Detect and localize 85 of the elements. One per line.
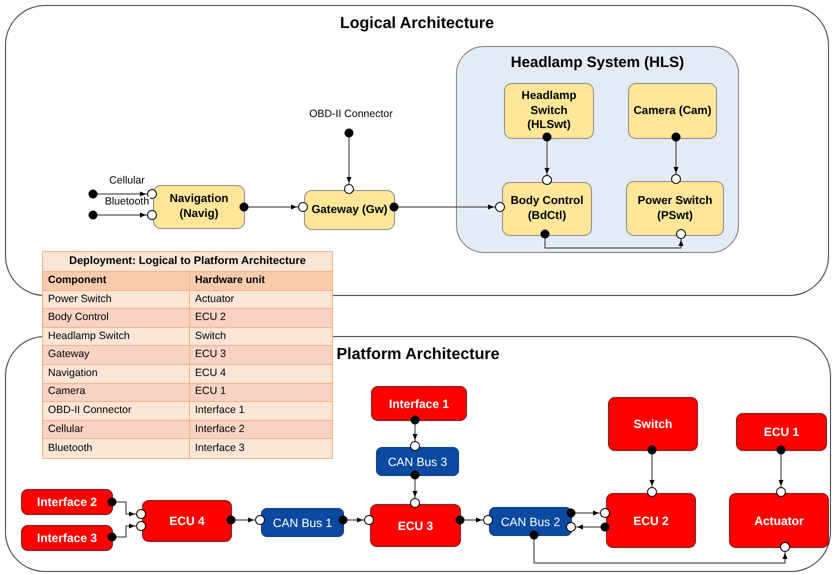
table-cell-text: ECU 3	[194, 347, 227, 362]
table-cell-text: Interface 1	[194, 403, 246, 418]
bus-box	[489, 507, 572, 536]
connector-arrow	[88, 189, 157, 199]
connector-arrow	[410, 416, 420, 451]
node-label: Interface 2	[36, 494, 98, 511]
node-label: Headlamp Switch (HLSwt)	[520, 88, 578, 134]
table-cell: Body Control	[43, 309, 190, 327]
connector-arrow	[108, 521, 146, 542]
node-label: CAN Bus 1	[272, 514, 332, 532]
table-cell: Navigation	[43, 364, 190, 383]
table-title: Deployment: Logical to Platform Architecture	[69, 254, 306, 270]
node-label: ECU 4	[169, 513, 205, 530]
table-cell: Gateway	[43, 346, 190, 364]
component-box	[153, 185, 245, 229]
connector-arrow	[776, 446, 786, 497]
table-cell: Headlamp Switch	[43, 328, 190, 346]
column-header: Hardware unit	[194, 272, 266, 288]
connector-arrow	[647, 446, 657, 497]
bus-box	[261, 508, 344, 537]
node-label: ECU 2	[633, 512, 669, 530]
component-box	[504, 83, 594, 139]
node-label: Navigation (Navig)	[168, 192, 230, 222]
connector-arrow	[344, 128, 354, 194]
table-cell-text: ECU 2	[194, 310, 227, 326]
node-label: Camera (Cam)	[634, 104, 712, 118]
node-label: Power Switch (PSwt)	[636, 194, 714, 224]
hardware-unit-box	[371, 386, 467, 421]
connector-arrow	[540, 229, 686, 248]
node-label: Interface 1	[388, 396, 450, 412]
connector-arrow	[338, 515, 374, 525]
panel-title: Logical Architecture	[340, 15, 494, 32]
connector-arrow	[530, 530, 790, 564]
connector-arrow	[456, 515, 493, 525]
component-box	[304, 190, 395, 230]
table-cell: OBD-II Connector	[43, 402, 190, 420]
hardware-unit-box	[21, 525, 113, 551]
hardware-unit-box	[370, 504, 461, 547]
node-label: Body Control (BdCtl)	[510, 194, 584, 224]
node-label: Interface 3	[36, 530, 98, 547]
hardware-unit-box	[736, 413, 827, 451]
hardware-unit-box	[606, 493, 696, 548]
node-label: Actuator	[754, 512, 804, 530]
node-label: OBD-II Connector	[309, 107, 393, 122]
node-label: ECU 3	[398, 518, 434, 534]
hardware-unit-box	[608, 397, 698, 451]
connector-arrow	[240, 202, 308, 212]
connector-arrow	[566, 522, 610, 532]
component-box	[626, 181, 724, 236]
connector-arrow	[108, 498, 146, 519]
table-cell-text: Actuator	[194, 292, 236, 307]
connector-arrow	[88, 210, 157, 220]
table-cell: Power Switch	[43, 290, 190, 308]
table-cell-text: Switch	[194, 328, 227, 344]
table-cell-text: ECU 4	[194, 366, 227, 381]
table-cell-text: Interface 2	[194, 422, 246, 437]
edge-label: Cellular	[108, 176, 146, 186]
panel-title: Platform Architecture	[336, 346, 500, 363]
connector-arrow	[226, 515, 265, 525]
edge-label: Bluetooth	[104, 196, 150, 207]
connector-arrow	[542, 132, 552, 185]
connector-arrow	[410, 470, 420, 508]
table-cell-text: Interface 3	[194, 440, 246, 456]
hardware-unit-box	[729, 493, 829, 548]
table-cell: Cellular	[43, 420, 190, 438]
table-cell: Camera	[43, 384, 190, 402]
node-label: CAN Bus 2	[500, 514, 560, 530]
column-header: Component	[43, 272, 190, 290]
hardware-unit-box	[21, 489, 113, 515]
node-label: CAN Bus 3	[388, 454, 448, 470]
connector-arrow	[390, 202, 505, 212]
table-cell: Bluetooth	[43, 439, 190, 458]
table-cell-text: ECU 1	[194, 384, 227, 400]
hardware-unit-box	[142, 500, 232, 542]
component-box	[502, 182, 592, 236]
architecture-panel	[5, 5, 829, 296]
component-box	[628, 83, 717, 139]
panel-title: Headlamp System (HLS)	[510, 54, 684, 71]
node-label: Gateway (Gw)	[311, 202, 388, 218]
connector-arrow	[566, 508, 610, 518]
node-label: ECU 1	[764, 424, 800, 441]
system-group	[456, 46, 739, 253]
bus-box	[376, 447, 459, 476]
node-label: Switch	[634, 416, 672, 433]
connector-arrow	[671, 132, 681, 184]
